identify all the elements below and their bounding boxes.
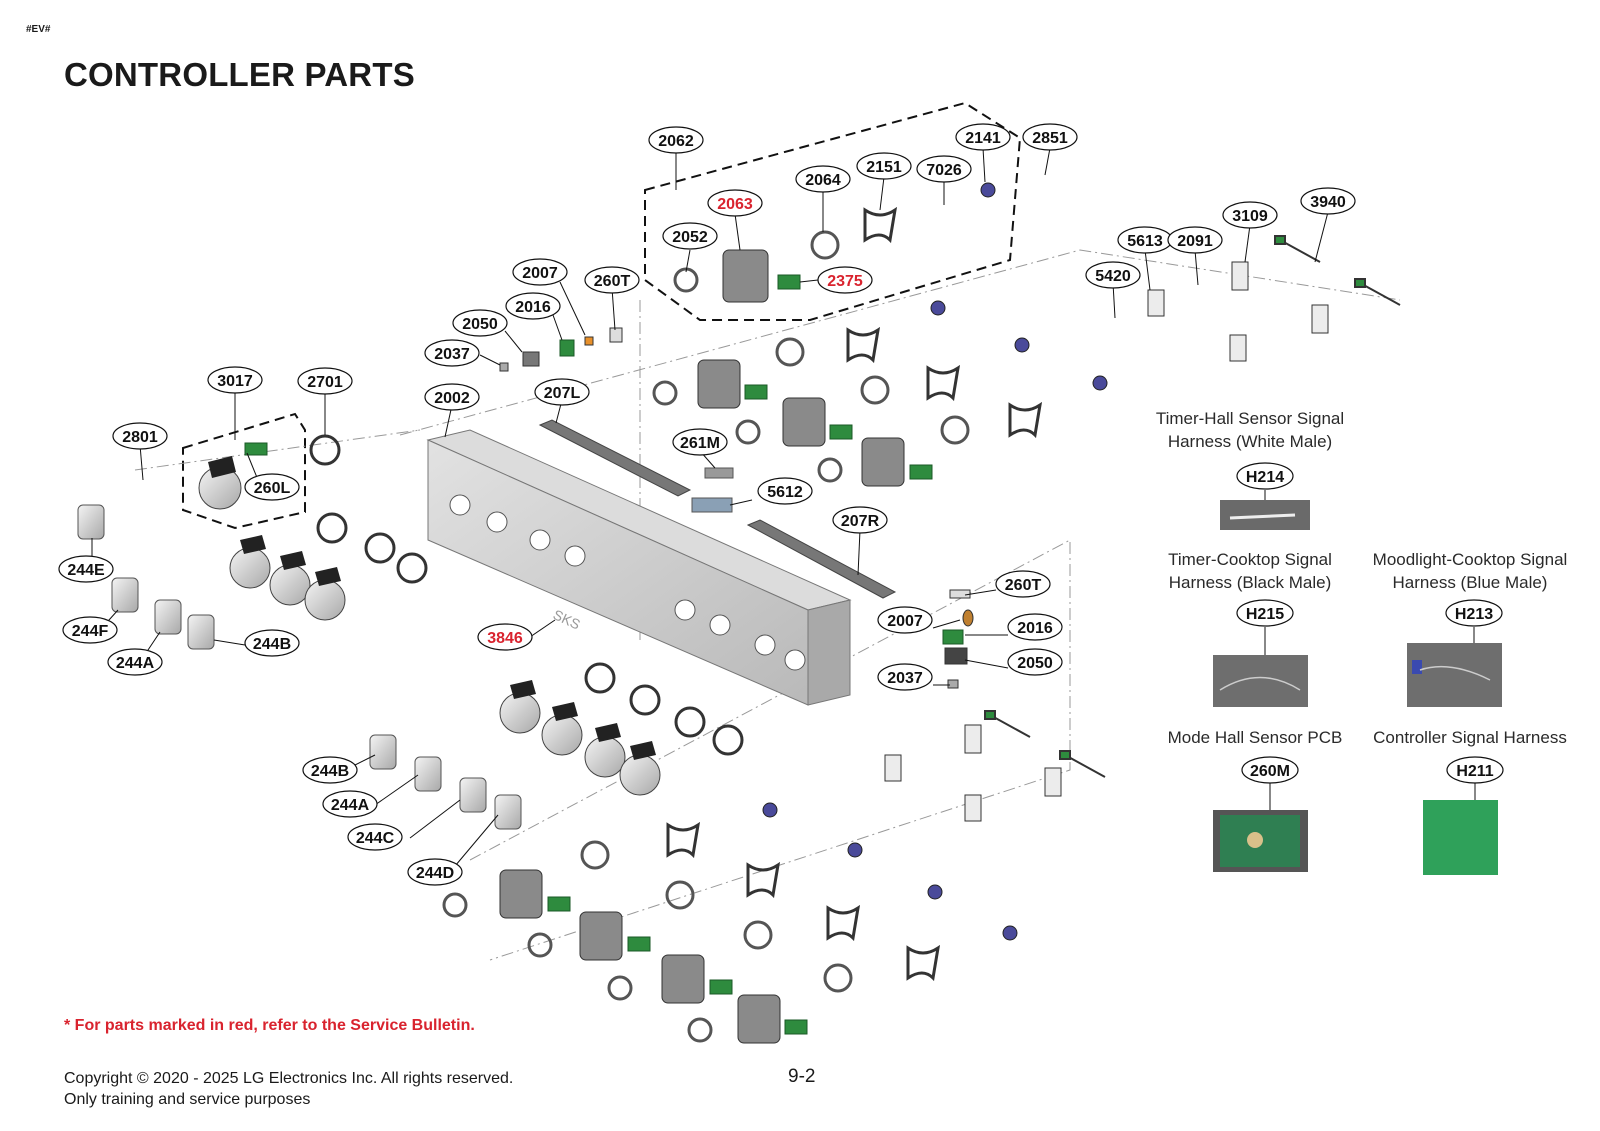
service-bulletin-note: * For parts marked in red, refer to the … [64,1017,475,1034]
part-label: 5420 [1095,268,1131,285]
group-outline-3017 [182,412,306,530]
small-parts [499,327,974,689]
part-label-texts: 2062 2063 2064 2151 7026 2141 2851 2052 … [67,130,1493,882]
part-label: H215 [1246,606,1284,623]
part-label: 2016 [515,299,551,316]
part-label: H211 [1456,763,1493,780]
caption-260m: Mode Hall Sensor PCB [1140,726,1370,749]
part-label: 244E [67,562,105,579]
part-label: 244A [116,655,155,672]
corner-tag: #EV# [26,24,51,35]
caption-line: Mode Hall Sensor PCB [1167,728,1343,747]
part-label: 244D [416,865,454,882]
encoder-housings [499,249,905,1044]
part-label: 2007 [522,265,558,282]
knob-skirts [198,466,661,796]
part-label: 244C [356,830,395,847]
part-label: 2016 [1017,620,1053,637]
part-label: 2037 [887,670,923,687]
bracket-207l [538,419,692,497]
caption-line: Controller Signal Harness [1373,728,1567,747]
control-panel-2002 [426,429,852,706]
part-label: 5612 [767,484,803,501]
part-label: 2050 [462,316,498,333]
page-title: CONTROLLER PARTS [64,56,415,93]
part-label: 260T [594,273,631,290]
part-label: 2151 [866,159,902,176]
part-label: 244A [331,797,370,814]
part-label: 2062 [658,133,694,150]
caption-line: Moodlight-Cooktop Signal [1372,550,1568,569]
part-label: 260L [254,480,291,497]
knob-caps [208,456,656,760]
part-label: 244F [72,623,109,640]
part-label: 3017 [217,373,253,390]
photo-260m [1213,810,1308,872]
part-label: 2002 [434,390,470,407]
photo-h214 [1220,500,1310,530]
part-label: 260M [1250,763,1290,780]
part-label: 2037 [434,346,470,363]
part-label: 2701 [307,374,343,391]
photo-h215 [1213,655,1308,707]
mounting-plates [309,434,744,756]
part-label: 207L [544,385,581,402]
part-label: 7026 [926,162,962,179]
part-label: 260T [1005,577,1042,594]
caption-line: Timer-Cooktop Signal [1168,550,1332,569]
caption-h215: Timer-Cooktop Signal Harness (Black Male… [1135,548,1365,594]
part-label: 244B [311,763,349,780]
pcb-boards [244,274,964,1035]
part-label: 244B [253,636,291,653]
copyright-line: Only training and service purposes [64,1091,311,1108]
group-outlines [182,101,1022,530]
bracket-207r [746,519,897,599]
part-label: 207R [841,513,880,530]
part-label: 3940 [1310,194,1346,211]
clip-261m [704,467,734,479]
photo-h211 [1423,800,1498,875]
knobs [77,504,522,830]
group-outline-2062 [644,101,1022,321]
part-label: 3846 [487,630,523,647]
part-label: 2007 [887,613,923,630]
page-number: 9-2 [788,1066,816,1087]
part-label: 2091 [1177,233,1213,250]
part-label: H213 [1455,606,1493,623]
caption-line: Harness (Blue Male) [1392,573,1548,592]
part-label: 2375 [827,273,863,290]
panel-knob-holes [449,494,806,671]
caption-h214: Timer-Hall Sensor Signal Harness (White … [1135,407,1365,453]
part-label: 2851 [1032,130,1068,147]
part-label: 2801 [122,429,158,446]
sensor-brackets [884,261,1329,822]
bracket-5612 [691,497,733,513]
caption-line: Timer-Hall Sensor Signal [1155,409,1345,428]
part-label: 5613 [1127,233,1163,250]
harness-connectors [984,235,1401,778]
screws [762,182,1108,941]
caption-line: Harness (Black Male) [1168,573,1332,592]
caption-h213: Moodlight-Cooktop Signal Harness (Blue M… [1355,548,1585,594]
part-label: 2064 [805,172,841,189]
copyright: Copyright © 2020 - 2025 LG Electronics I… [64,1068,513,1110]
part-label: 2050 [1017,655,1053,672]
part-label: 2141 [965,130,1001,147]
part-label: 2063 [717,196,753,213]
part-label: 261M [680,435,720,452]
part-label: 2052 [672,229,708,246]
rings [442,230,970,1043]
cam-springs [666,206,1043,982]
part-label: 3109 [1232,208,1268,225]
sks-marking: SKS [551,606,583,632]
part-label-ovals [58,123,1504,886]
copyright-line: Copyright © 2020 - 2025 LG Electronics I… [64,1070,514,1087]
part-label: H214 [1246,469,1284,486]
photo-h213 [1407,643,1502,707]
caption-h211: Controller Signal Harness [1355,726,1585,749]
caption-line: Harness (White Male) [1167,432,1333,451]
